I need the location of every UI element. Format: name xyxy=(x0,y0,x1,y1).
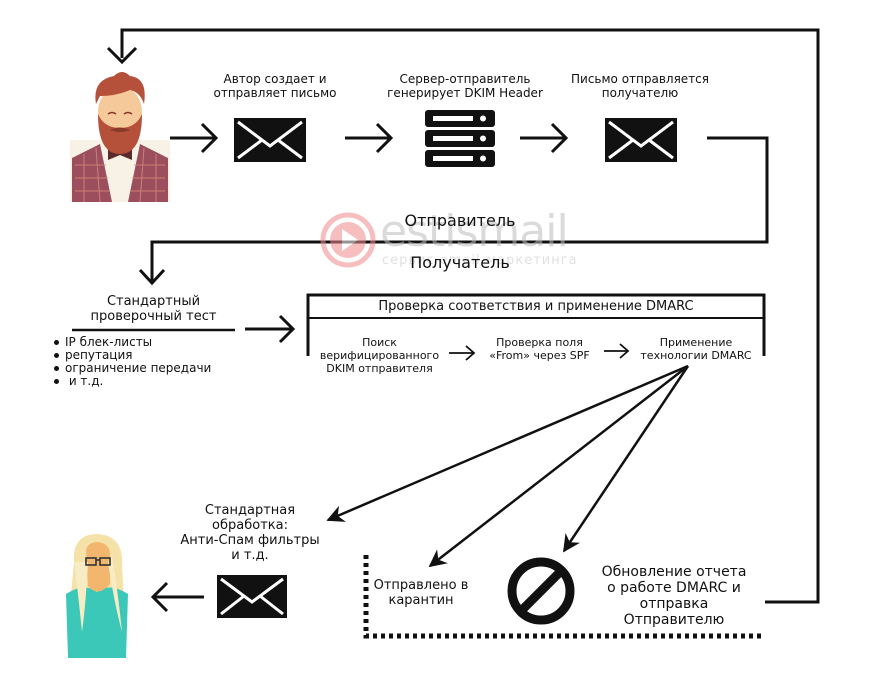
outcome-quarantine-line-1: Отправлено в xyxy=(373,578,469,593)
blonde-woman-icon xyxy=(66,534,128,658)
step-author-label-line-2: отправляет письмо xyxy=(213,86,337,100)
dmarc-box-frame xyxy=(306,293,766,356)
envelope-icon xyxy=(217,575,287,618)
outcome-report-line-2: о работе DMARC и xyxy=(607,580,741,596)
step-sent-label: Письмо отправляется получателю xyxy=(555,72,725,100)
step-sent-label-line-1: Письмо отправляется xyxy=(571,72,709,86)
recipient-arrowhead xyxy=(138,268,166,286)
dmarc-step-spf-line-1: Проверка поля xyxy=(496,336,583,349)
outcome-standard-line-4: и т.д. xyxy=(231,548,269,563)
arrow-dmarc-to-quarantine xyxy=(428,365,689,568)
dmarc-step-dkim: Поиск верифицированного DKIM отправителя xyxy=(312,336,447,375)
sender-section-label: Отправитель xyxy=(404,211,516,230)
step-author-label: Автор создает и отправляет письмо xyxy=(195,72,355,100)
dmarc-step-dkim-line-2: верифицированного xyxy=(319,349,440,362)
dmarc-box-title: Проверка соответствия и применение DMARC xyxy=(378,299,694,314)
feedback-loop-line xyxy=(120,28,820,604)
dmarc-step-dkim-line-1: Поиск xyxy=(362,336,397,349)
watermark: estismail сервис email-маркетинга xyxy=(320,206,590,272)
standard-test-title: Стандартный проверочный тест xyxy=(72,294,235,324)
dmarc-step-spf-line-2: «From» через SPF xyxy=(489,349,590,362)
arrow-envelope-to-recipient xyxy=(150,581,204,613)
arrow-spf-to-dmarc xyxy=(604,343,630,359)
step-server-label-line-1: Сервер-отправитель xyxy=(399,72,531,86)
step-server-label: Сервер-отправитель генерирует DKIM Heade… xyxy=(375,72,555,100)
dmarc-step-spf: Проверка поля «From» через SPF xyxy=(477,336,602,362)
standard-test-bullets: IP блек-листы репутация ограничение пере… xyxy=(52,336,252,388)
arrow-envelope-to-server xyxy=(345,122,394,154)
outcome-report-line-1: Обновление отчета xyxy=(601,564,747,580)
outcome-quarantine-line-2: карантин xyxy=(388,593,454,608)
server-icon xyxy=(425,110,495,167)
arrow-dmarc-to-reject xyxy=(562,365,690,553)
standard-test-title-line-2: проверочный тест xyxy=(90,309,217,324)
outcome-report-label: Обновление отчета о работе DMARC и отпра… xyxy=(586,564,762,628)
outcome-dotted-frame xyxy=(363,555,762,639)
feedback-arrowhead-top xyxy=(106,46,138,65)
standard-test-title-line-1: Стандартный xyxy=(106,294,201,309)
outcome-standard-line-2: обработка: xyxy=(212,518,288,533)
step-author-label-line-1: Автор создает и xyxy=(223,72,327,86)
arrow-dkim-to-spf xyxy=(449,345,476,361)
outcome-report-line-4: Отправителю xyxy=(623,612,725,628)
dmarc-step-apply-line-1: Применение xyxy=(659,336,733,349)
arrow-dmarc-to-standard xyxy=(326,364,689,522)
recipient-avatar xyxy=(62,532,132,658)
watermark-tagline: сервис email-маркетинга xyxy=(382,253,578,268)
bullet-item: и т.д. xyxy=(52,375,252,388)
outcome-standard-line-3: Анти-Спам фильтры xyxy=(180,533,320,548)
dmarc-step-apply-line-2: технологии DMARC xyxy=(640,349,752,362)
dmarc-step-dkim-line-3: DKIM отправителя xyxy=(326,362,433,375)
outcome-report-line-3: отправка xyxy=(639,596,709,612)
envelope-icon xyxy=(605,118,677,162)
bullet-item: ограничение передачи xyxy=(52,362,252,375)
recipient-section-label: Получатель xyxy=(410,253,510,272)
sender-avatar xyxy=(70,70,170,203)
outcome-standard-line-1: Стандартная xyxy=(204,503,296,518)
outcome-quarantine-label: Отправлено в карантин xyxy=(368,578,474,608)
arrow-author-to-envelope xyxy=(170,122,219,154)
envelope-icon xyxy=(234,118,306,162)
bearded-man-icon xyxy=(70,72,170,203)
step-server-label-line-2: генерирует DKIM Header xyxy=(387,86,543,100)
arrow-test-to-dmarc xyxy=(245,314,296,344)
prohibited-icon xyxy=(507,557,575,625)
watermark-play-logo-icon xyxy=(320,212,376,268)
dmarc-step-apply: Применение технологии DMARC xyxy=(630,336,762,362)
bullet-item: репутация xyxy=(52,349,252,362)
bullet-item: IP блек-листы xyxy=(52,336,252,349)
watermark-brand: estismail xyxy=(380,206,569,257)
arrow-server-to-envelope xyxy=(520,122,569,154)
step-sent-label-line-2: получателю xyxy=(601,86,679,100)
outcome-standard-label: Стандартная обработка: Анти-Спам фильтры… xyxy=(170,503,330,563)
